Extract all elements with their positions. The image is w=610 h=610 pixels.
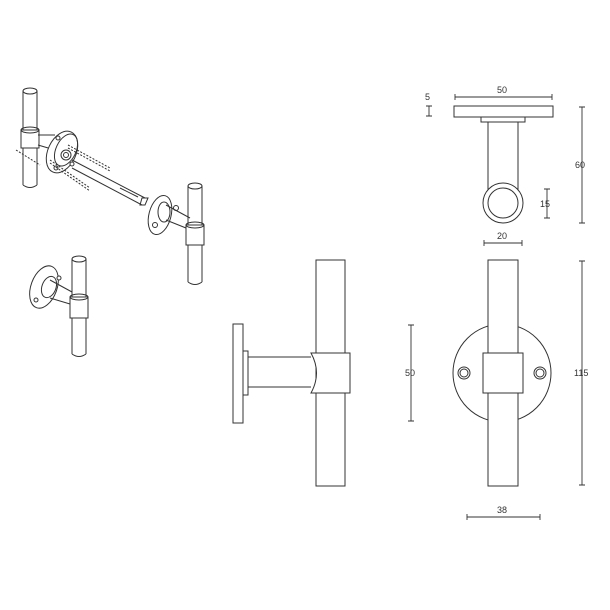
top-view xyxy=(453,105,554,224)
front-view xyxy=(452,259,552,487)
dim-rose-width: 50 xyxy=(497,85,508,95)
threaded-bolts xyxy=(15,144,111,192)
right-rose xyxy=(147,194,179,236)
dim-handle-length: 115 xyxy=(574,368,589,378)
isometric-single-view xyxy=(29,255,89,357)
dim-grip-diameter: 20 xyxy=(497,231,508,241)
dimension-lines xyxy=(408,94,585,520)
side-view xyxy=(232,259,351,487)
right-handle-bar xyxy=(185,182,205,285)
dim-rose-thickness: 5 xyxy=(425,92,431,102)
dim-grip-inner: 15 xyxy=(540,199,551,209)
left-rose xyxy=(45,130,79,174)
right-stem xyxy=(165,204,191,229)
left-handle-bar xyxy=(20,87,40,188)
spindle xyxy=(71,159,149,206)
dim-front-width: 38 xyxy=(497,505,508,515)
isometric-exploded-view xyxy=(15,87,205,285)
dim-total-depth: 60 xyxy=(575,160,586,170)
dim-rose-diameter: 50 xyxy=(405,368,416,378)
